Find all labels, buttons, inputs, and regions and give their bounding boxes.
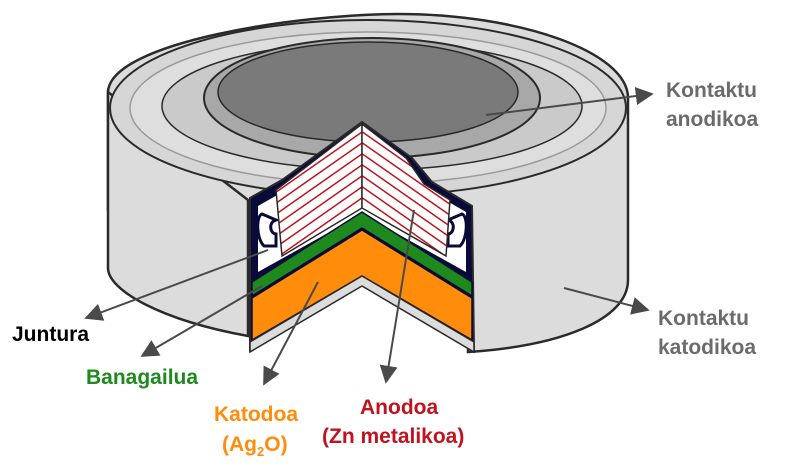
arrow-cathode-contact (563, 287, 650, 315)
label-cathode-line1: Katodoa (214, 403, 298, 426)
label-cathode-formula: (Ag2O) (222, 433, 288, 459)
arrow-separator (140, 285, 263, 357)
label-cathode-contact-line1: Kontaktu (658, 307, 749, 330)
label-anode-line2: (Zn metalikoa) (322, 425, 464, 448)
anode-contact-cap (203, 37, 541, 159)
labels: Kontaktu anodikoa Kontaktu katodikoa Jun… (12, 79, 759, 459)
arrow-anode-contact (485, 87, 654, 116)
label-anode-line1: Anodoa (360, 396, 438, 419)
cutaway-section (249, 120, 476, 354)
cathode-formula-open: (Ag (222, 433, 257, 456)
cathode-formula-close: O) (264, 433, 287, 456)
arrow-gasket (84, 249, 269, 321)
separator-band (251, 211, 473, 298)
label-anode-contact-line1: Kontaktu (666, 79, 757, 102)
label-gasket: Juntura (12, 323, 89, 346)
label-anode-contact-line2: anodikoa (666, 108, 759, 131)
anode-zinc-right (361, 122, 451, 258)
arrow-anode (379, 209, 415, 384)
label-cathode-contact-line2: katodikoa (658, 336, 756, 359)
callout-arrows (84, 87, 654, 386)
label-separator: Banagailua (86, 366, 198, 389)
arrow-cathode (263, 281, 319, 386)
cathode-formula-sub: 2 (257, 444, 264, 459)
